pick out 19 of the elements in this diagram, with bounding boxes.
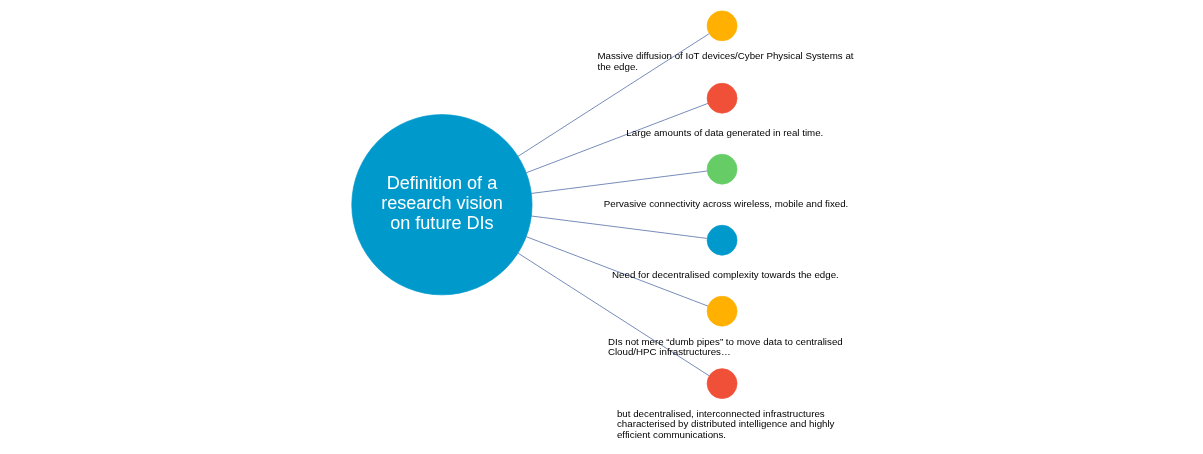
connector (530, 170, 707, 194)
node-circle (706, 82, 737, 114)
node-circle: Definition of a research vision on future DIs (350, 114, 532, 296)
connector (525, 103, 708, 174)
node-label: Need for decentralised complexity towards the edge. (611, 269, 839, 281)
node-label: but decentralised, interconnected infrastructures characterised by distributed intelligence and highly efficient communications. (616, 407, 835, 440)
connector (517, 33, 710, 157)
node-label: Large amounts of data generated in real time. (625, 127, 823, 139)
connector (517, 252, 710, 377)
node-circle (706, 295, 737, 327)
node-label: DIs not mere “dumb pipes” to move data to centralised Cloud/HPC infrastructures… (607, 335, 843, 358)
node-label: Massive diffusion of IoT devices/Cyber Physical Systems at the edge. (596, 50, 854, 72)
node-circle (706, 224, 737, 256)
node-label: Pervasive connectivity across wireless, mobile and fixed. (603, 198, 848, 210)
connector (525, 236, 708, 307)
connector (530, 215, 707, 239)
node-circle (706, 153, 737, 185)
node-circle (706, 368, 737, 399)
node-circle (706, 10, 737, 42)
